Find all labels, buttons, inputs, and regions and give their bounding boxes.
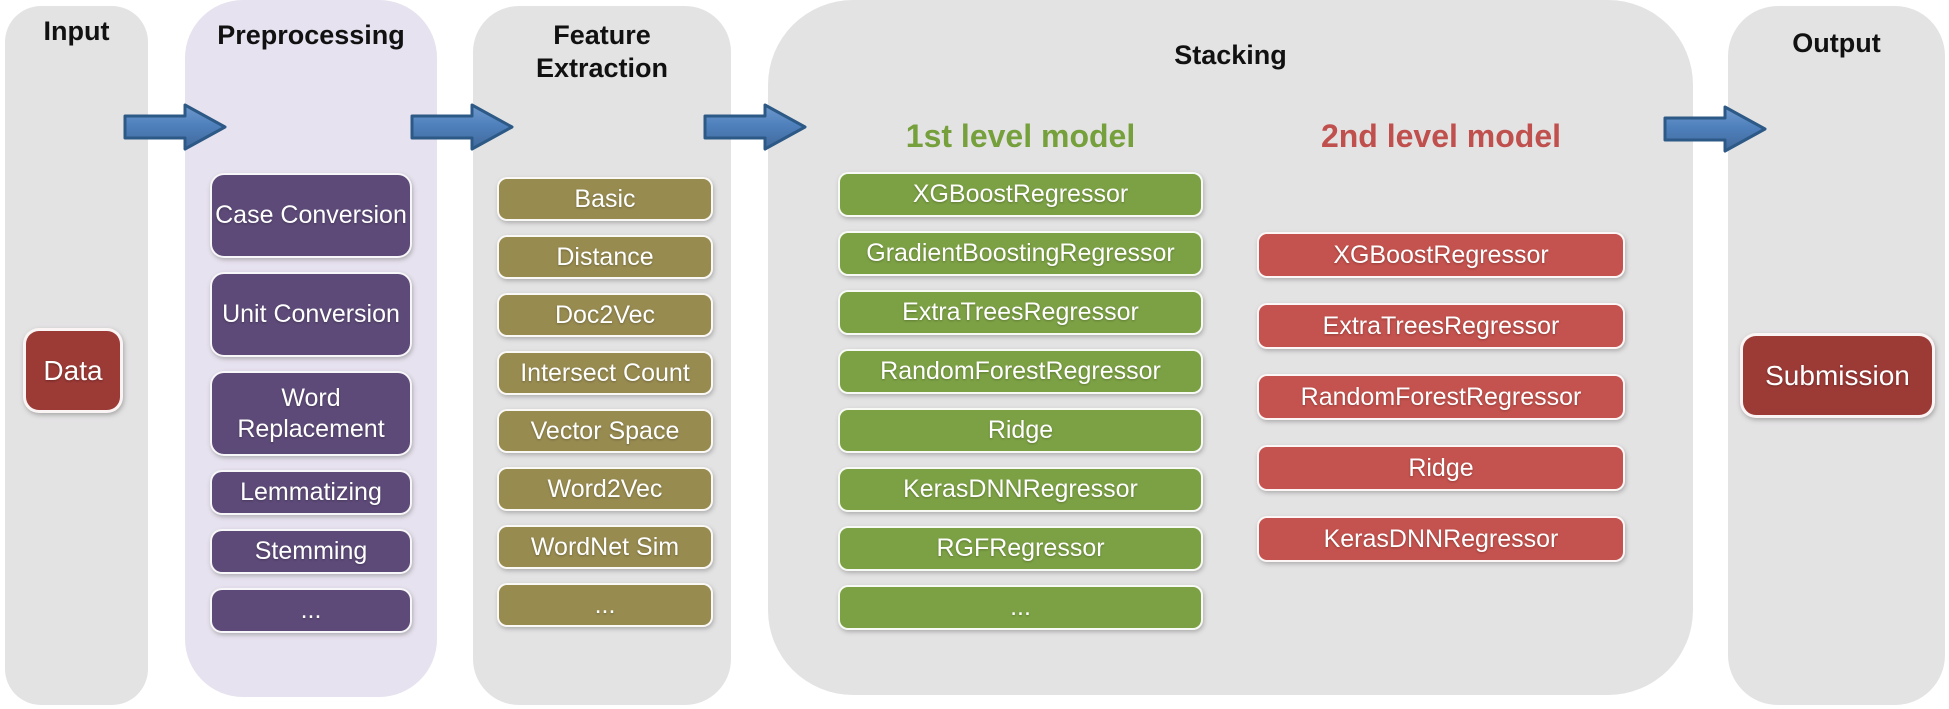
second-level-model: ExtraTreesRegressor	[1257, 303, 1625, 349]
first-level-model-title: 1st level model	[905, 118, 1136, 154]
preprocessing-step: Word Replacement	[210, 371, 412, 456]
stacking-title: Stacking	[1174, 40, 1287, 70]
arrow-right-icon	[1663, 105, 1767, 153]
second-level-model: KerasDNNRegressor	[1257, 516, 1625, 562]
first-level-model: GradientBoostingRegressor	[838, 231, 1203, 276]
feature-item: Doc2Vec	[497, 293, 713, 337]
arrow-right-icon	[123, 103, 227, 151]
preprocessing-step: ...	[210, 588, 412, 633]
preprocessing-step: Unit Conversion	[210, 272, 412, 357]
first-level-model: ...	[838, 585, 1203, 630]
second-level-model: RandomForestRegressor	[1257, 374, 1625, 420]
first-level-model: RGFRegressor	[838, 526, 1203, 571]
input-title: Input	[43, 16, 110, 46]
feature-item: Vector Space	[497, 409, 713, 453]
first-level-model: KerasDNNRegressor	[838, 467, 1203, 512]
feature-item: Basic	[497, 177, 713, 221]
feature-item: Intersect Count	[497, 351, 713, 395]
preprocessing-title: Preprocessing	[217, 20, 405, 50]
first-level-model: RandomForestRegressor	[838, 349, 1203, 394]
feature-item: Distance	[497, 235, 713, 279]
arrow-right-icon	[410, 103, 514, 151]
second-level-model: XGBoostRegressor	[1257, 232, 1625, 278]
feature-item: WordNet Sim	[497, 525, 713, 569]
second-level-model: Ridge	[1257, 445, 1625, 491]
preprocessing-step: Lemmatizing	[210, 470, 412, 515]
feature-item: ...	[497, 583, 713, 627]
output-title: Output	[1792, 28, 1881, 58]
feature-item: Word2Vec	[497, 467, 713, 511]
preprocessing-step: Case Conversion	[210, 173, 412, 258]
first-level-model: ExtraTreesRegressor	[838, 290, 1203, 335]
feature-extraction-title: Feature Extraction	[535, 20, 669, 83]
preprocessing-step: Stemming	[210, 529, 412, 574]
first-level-model: Ridge	[838, 408, 1203, 453]
arrow-right-icon	[703, 103, 807, 151]
second-level-model-title: 2nd level model	[1320, 118, 1562, 154]
first-level-model: XGBoostRegressor	[838, 172, 1203, 217]
submission-box: Submission	[1740, 333, 1935, 418]
data-box: Data	[23, 328, 123, 413]
